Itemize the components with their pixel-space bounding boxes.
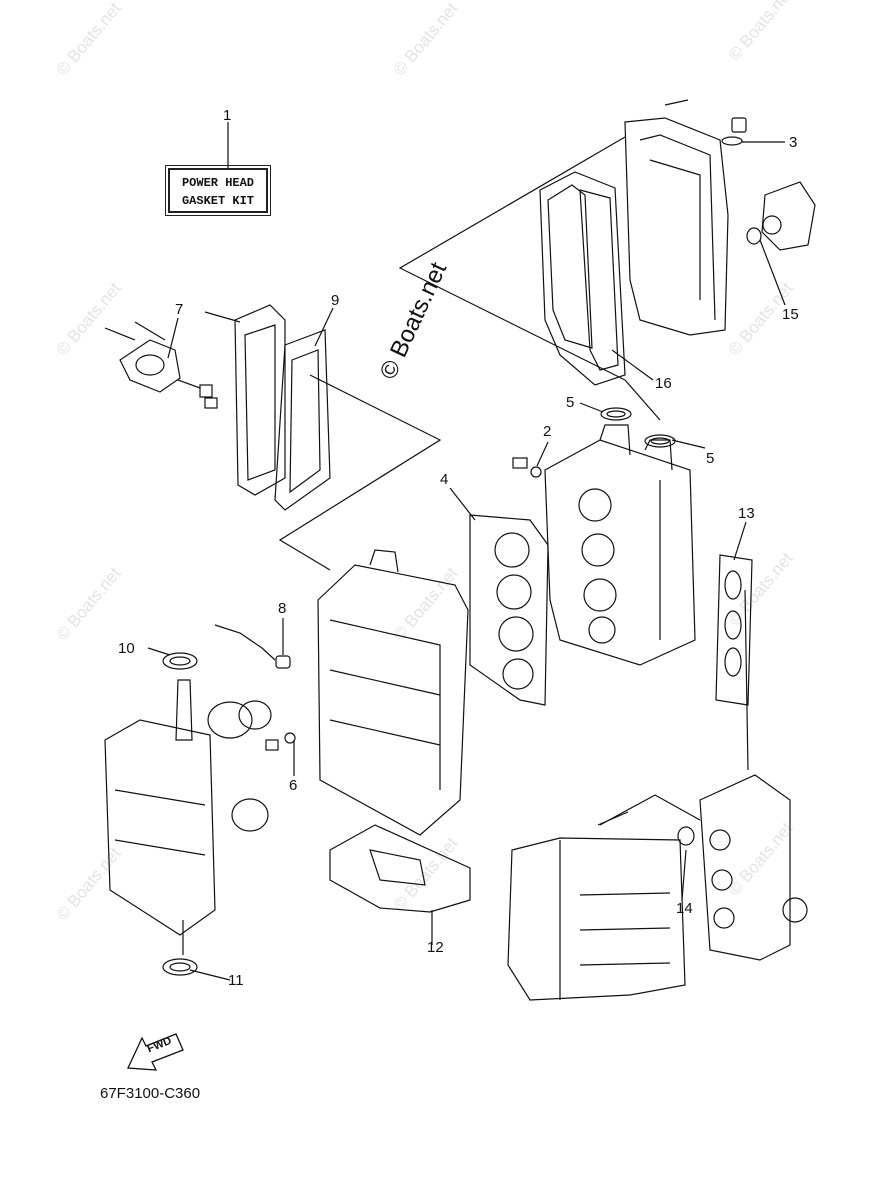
part-washer [530, 466, 542, 478]
part-washer [284, 732, 296, 744]
part-cylinder-head [544, 439, 696, 666]
fwd-arrow [127, 1033, 184, 1071]
leader-line [189, 969, 231, 981]
part-cover-gasket [539, 171, 626, 386]
part-exhaust-gasket [274, 329, 331, 511]
leader-line [536, 441, 549, 467]
part-exhaust-cover [234, 304, 286, 496]
leader-line [579, 402, 604, 413]
assembly-line [398, 136, 626, 381]
leader-line [314, 307, 334, 347]
callout-4[interactable]: 4 [440, 471, 449, 488]
part-intake-gasket [715, 554, 753, 706]
callout-6[interactable]: 6 [289, 777, 298, 794]
callout-8[interactable]: 8 [278, 600, 287, 617]
part-o-ring [746, 227, 762, 245]
leader-line [733, 521, 747, 561]
callout-1[interactable]: 1 [223, 107, 232, 124]
callout-11[interactable]: 11 [228, 972, 244, 989]
part-crankcase [104, 719, 216, 936]
part-oil-cap [731, 117, 747, 133]
callout-13[interactable]: 13 [738, 505, 755, 522]
leader-line [759, 239, 786, 306]
leader-line [167, 317, 179, 359]
part-sensor [214, 624, 276, 661]
assembly-line [744, 589, 749, 771]
part-sensor-assembly [761, 181, 816, 251]
part-thermostat-cover [119, 339, 181, 393]
assembly-line [624, 379, 661, 421]
callout-14[interactable]: 14 [676, 900, 693, 917]
callout-9[interactable]: 9 [331, 292, 340, 309]
callout-5-right[interactable]: 5 [706, 450, 715, 467]
callout-15[interactable]: 15 [782, 306, 799, 323]
part-base-gasket [329, 824, 471, 913]
part-o-ring [677, 826, 695, 846]
leader-line [681, 849, 687, 901]
leader-line [611, 349, 654, 381]
part-seal [600, 407, 632, 421]
assembly-line [599, 794, 701, 826]
part-crankshaft [175, 679, 193, 741]
callout-10[interactable]: 10 [118, 640, 135, 657]
callout-12[interactable]: 12 [427, 939, 444, 956]
part-oil-seal-lower [162, 958, 198, 976]
callout-3[interactable]: 3 [789, 134, 798, 151]
gasket-kit-line2: GASKET KIT [181, 194, 254, 208]
diagram-code: 67F3100-C360 [100, 1085, 201, 1102]
callout-2[interactable]: 2 [543, 423, 552, 440]
part-head-cover [624, 117, 729, 336]
gasket-kit-line1: POWER HEAD [181, 176, 254, 190]
gasket-kit-label: POWER HEAD GASKET KIT [165, 165, 271, 216]
part-intake-manifold [699, 774, 791, 961]
part-cylinder-block [317, 564, 469, 836]
leader-line [671, 439, 706, 449]
part-head-gasket [469, 514, 549, 706]
part-seal [644, 434, 676, 448]
part-oil-seal-upper [162, 652, 198, 670]
leader-line [147, 647, 171, 656]
callout-7[interactable]: 7 [175, 301, 184, 318]
part-intake-silencer [507, 837, 686, 1001]
assembly-line [278, 374, 442, 571]
callout-16[interactable]: 16 [655, 375, 672, 392]
callout-5-top[interactable]: 5 [566, 394, 575, 411]
part-o-ring [721, 136, 743, 146]
